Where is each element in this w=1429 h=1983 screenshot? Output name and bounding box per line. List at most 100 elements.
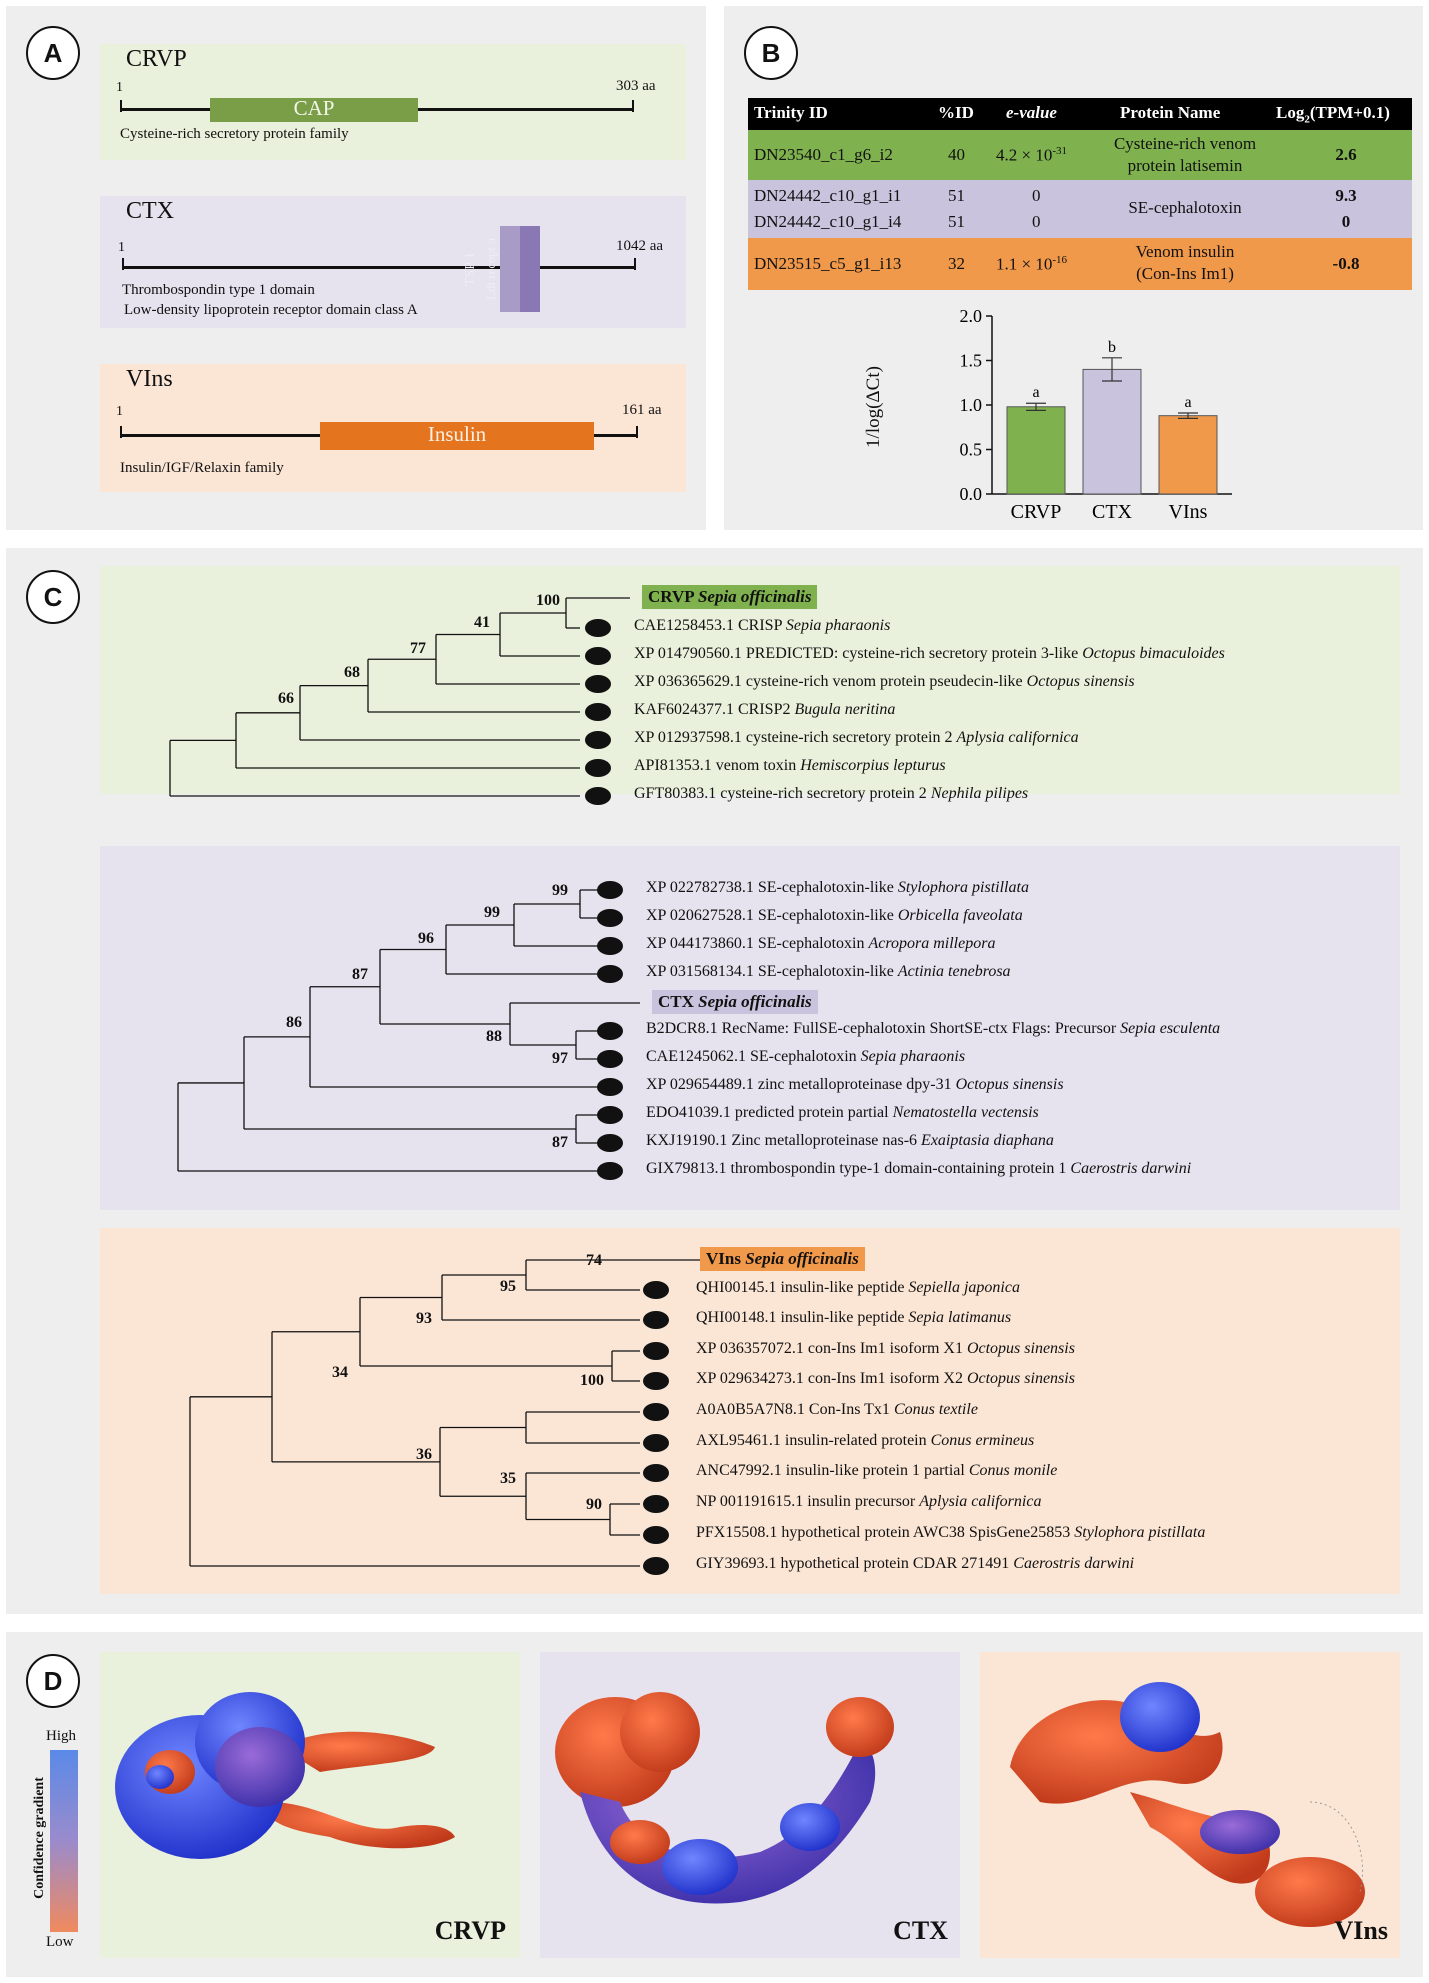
tree-tip-label: PFX15508.1 hypothetical protein AWC38 Sp… [696,1524,1206,1541]
row1-log: 2.6 [1335,145,1357,164]
species-silhouette-icon [643,1434,669,1452]
tree-tip-label: API81353.1 venom toxin Hemiscorpius lept… [634,757,946,774]
panel-c-label: C [26,570,80,624]
row3-id: DN24442_c10_g1_i4 [754,212,902,231]
species-silhouette-icon [585,787,611,805]
vins-domain-box: VIns 1 161 aa Insulin Insulin/IGF/Relaxi… [100,364,686,492]
crvp-cap-domain [210,98,418,122]
row4-log: -0.8 [1332,254,1360,273]
tree-tip-label: XP 012937598.1 cysteine-rich secretory p… [634,729,1079,746]
species-silhouette-icon [643,1281,669,1299]
structure-ctx: CTX [540,1652,960,1958]
ctx-tick-end [634,258,636,270]
tree-tip-label: XP 014790560.1 PREDICTED: cysteine-rich … [634,645,1225,662]
tree-tip-label: CAE1258453.1 CRISP Sepia pharaonis [634,617,891,634]
tree-tip-label: GIY39693.1 hypothetical protein CDAR 271… [696,1555,1135,1572]
tree-tip-label: B2DCR8.1 RecName: FullSE-cephalotoxin Sh… [646,1020,1221,1037]
bootstrap-value: 87 [552,1134,568,1151]
significance-letter: b [1108,339,1116,356]
category-label: CTX [1092,501,1133,523]
target-sequence-label: VIns Sepia officinalis [700,1247,865,1271]
tree-tip-label: XP 022782738.1 SE-cephalotoxin-like Styl… [646,879,1029,896]
panel-d-label: D [26,1654,80,1708]
header-log2: Log2(TPM+0.1) [1276,103,1390,126]
legend-title: Confidence gradient [32,1777,47,1899]
bootstrap-value: 41 [474,614,490,631]
bootstrap-value: 34 [332,1364,348,1381]
row2-name: SE-cephalotoxin [1128,198,1242,217]
row4-id: DN23515_c5_g1_i13 [754,254,902,273]
vins-insulin-domain [320,422,594,450]
species-silhouette-icon [597,1134,623,1152]
vins-start: 1 [116,404,123,419]
ctx-title: CTX [126,198,174,224]
ctx-end: 1042 aa [616,238,664,254]
species-silhouette-icon [585,647,611,665]
panel-b-label: B [744,26,798,80]
vins-tick-start [120,426,122,438]
crvp-domain-box: CRVP 1 303 aa CAP Cysteine-rich secretor… [100,44,686,160]
bootstrap-value: 74 [586,1252,602,1269]
vins-insulin-label: Insulin [427,422,487,446]
tree-tip-label: A0A0B5A7N8.1 Con-Ins Tx1 Conus textile [696,1401,978,1418]
row4-pid: 32 [948,254,965,273]
vins-desc: Insulin/IGF/Relaxin family [120,460,284,476]
y-tick-label: 0.5 [960,440,983,460]
tree-tip-label: GFT80383.1 cysteine-rich secretory prote… [634,785,1029,802]
ctx-ldl-domain [520,226,540,312]
bootstrap-value: 35 [500,1470,516,1487]
bootstrap-value: 99 [552,882,568,899]
bootstrap-value: 100 [580,1372,604,1389]
row2-log: 9.3 [1335,186,1357,205]
species-silhouette-icon [597,1106,623,1124]
crvp-cap-label: CAP [293,96,335,120]
crvp-end: 303 aa [616,78,656,94]
y-tick-label: 1.0 [960,395,983,415]
tree-tip-label: XP 044173860.1 SE-cephalotoxin Acropora … [646,935,996,952]
bootstrap-value: 68 [344,664,360,681]
species-silhouette-icon [643,1464,669,1482]
bootstrap-value: 99 [484,904,500,921]
crvp-start: 1 [116,80,123,95]
species-silhouette-icon [643,1526,669,1544]
row4-name-2: (Con-Ins Im1) [1136,264,1234,283]
panel-a-label: A [26,26,80,80]
bootstrap-value: 77 [410,640,426,657]
significance-letter: a [1032,384,1039,401]
ctx-structure-image [555,1692,894,1904]
vins-end: 161 aa [622,402,662,418]
tree-tip-label: XP 031568134.1 SE-cephalotoxin-like Acti… [646,963,1011,980]
results-table: Trinity ID %ID e-value Protein Name Log2… [748,98,1412,294]
tree-tip-label: NP 001191615.1 insulin precursor Aplysia… [696,1493,1042,1510]
bootstrap-value: 100 [536,592,560,609]
species-silhouette-icon [597,881,623,899]
significance-letter: a [1184,394,1191,411]
crvp-structure-image [115,1692,455,1859]
row2-pid: 51 [948,186,965,205]
ctx-desc-2: Low-density lipoprotein receptor domain … [124,302,418,318]
vins-title: VIns [126,366,173,392]
category-label: CRVP [1011,501,1062,523]
structure-vins: VIns [980,1652,1400,1958]
crvp-title: CRVP [126,46,187,72]
species-silhouette-icon [643,1557,669,1575]
ctx-domain-box: CTX 1 1042 aa TSP 1 Ldl recept a Thrombo… [100,196,686,328]
y-tick-label: 0.0 [960,484,983,504]
tree-tip-label: KXJ19190.1 Zinc metalloproteinase nas-6 … [646,1132,1054,1149]
row3-evalue: 0 [1032,212,1041,231]
bootstrap-value: 90 [586,1496,602,1513]
structure-crvp: CRVP [100,1652,520,1958]
tree-tip-label: QHI00145.1 insulin-like peptide Sepiella… [696,1279,1020,1296]
tree-tip-label: EDO41039.1 predicted protein partial Nem… [646,1104,1039,1121]
target-sequence-label: CRVP Sepia officinalis [642,585,818,609]
row3-log: 0 [1341,212,1351,231]
bootstrap-value: 66 [278,690,294,707]
row1-evalue: 4.2 × 10-31 [996,145,1068,165]
bootstrap-value: 86 [286,1014,302,1031]
crvp-tick-start [120,100,122,112]
bootstrap-value: 97 [552,1050,568,1067]
target-sequence-label: CTX Sepia officinalis [652,990,818,1014]
tree-tip-label: XP 036365629.1 cysteine-rich venom prote… [634,673,1135,690]
